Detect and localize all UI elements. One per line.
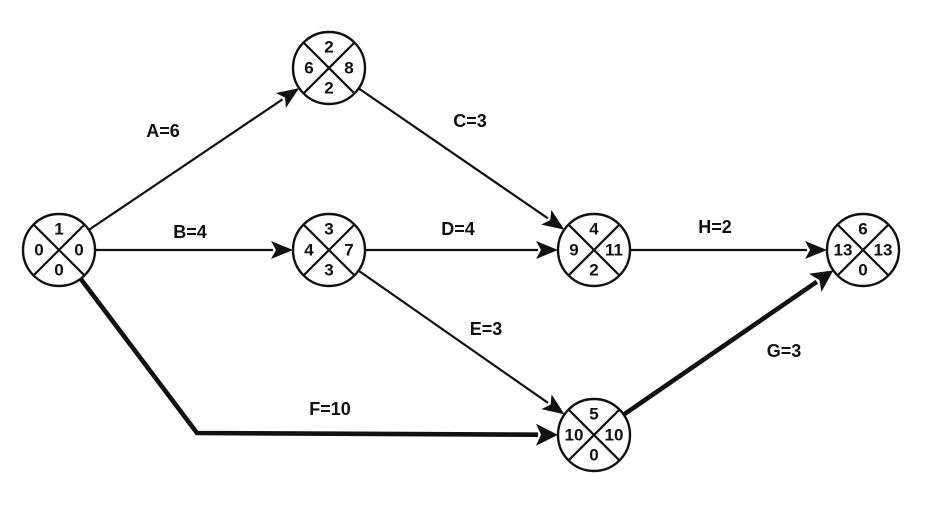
node-value-left: 10 — [565, 425, 584, 444]
node-value-left: 6 — [304, 58, 313, 77]
node-4: 49 11 2 — [556, 212, 632, 288]
edge-label: G=3 — [767, 341, 802, 361]
node-value-right: 13 — [874, 240, 893, 259]
node-value-bottom: 0 — [589, 445, 598, 464]
node-2: 26 82 — [291, 30, 367, 106]
node-divider — [302, 41, 356, 95]
node-6: 6 13 13 0 — [825, 212, 901, 288]
node-5: 5 10 10 0 — [556, 397, 632, 473]
edge-line — [88, 98, 284, 231]
arrowhead-icon — [541, 209, 565, 230]
edge-3-4: D=4 — [365, 219, 558, 259]
edge-line — [358, 87, 549, 220]
arrowhead-icon — [536, 241, 558, 259]
edge-line — [78, 277, 539, 438]
edge-1-3: B=4 — [95, 222, 293, 259]
edge-line — [357, 269, 549, 404]
node-value-left: 9 — [569, 240, 578, 259]
edge-label: B=4 — [173, 222, 207, 242]
edge-label: H=2 — [698, 217, 732, 237]
node-value-right: 0 — [74, 240, 83, 259]
edge-1-2: A=6 — [88, 88, 300, 231]
node-value-bottom: 3 — [324, 260, 333, 279]
node-value-top: 5 — [589, 404, 598, 423]
edge-label: D=4 — [441, 219, 475, 239]
edge-5-6: G=3 — [622, 270, 834, 417]
edge-label: A=6 — [146, 121, 180, 141]
node-value-right: 7 — [344, 240, 353, 259]
node-divider — [32, 223, 86, 277]
arrowhead-icon — [535, 423, 559, 446]
node-value-bottom: 2 — [324, 78, 333, 97]
edge-1-5: F=10 — [78, 277, 559, 446]
edge-label: E=3 — [470, 319, 503, 339]
node-divider — [567, 408, 621, 462]
node-3: 34 73 — [291, 212, 367, 288]
node-value-top: 6 — [858, 219, 867, 238]
node-value-top: 4 — [589, 219, 599, 238]
edge-label: F=10 — [309, 399, 351, 419]
edge-3-5: E=3 — [357, 269, 565, 415]
node-value-top: 2 — [324, 37, 333, 56]
node-value-left: 13 — [834, 240, 853, 259]
arrowhead-icon — [275, 88, 300, 108]
arrowhead-icon — [541, 394, 565, 415]
node-divider — [567, 223, 621, 277]
node-divider — [302, 223, 356, 277]
arrowhead-icon — [271, 241, 293, 259]
arrowhead-icon — [805, 241, 827, 259]
node-value-right: 10 — [605, 425, 624, 444]
node-value-left: 0 — [34, 240, 43, 259]
node-value-top: 3 — [324, 219, 333, 238]
node-value-left: 4 — [304, 240, 314, 259]
edge-line — [622, 279, 819, 417]
edge-4-6: H=2 — [630, 217, 827, 259]
node-value-right: 11 — [605, 240, 623, 259]
node-value-right: 8 — [344, 58, 353, 77]
node-value-bottom: 2 — [589, 260, 598, 279]
node-value-top: 1 — [54, 219, 63, 238]
arrowhead-icon — [808, 270, 834, 292]
node-value-bottom: 0 — [858, 260, 867, 279]
node-value-bottom: 0 — [54, 260, 63, 279]
node-divider — [836, 223, 890, 277]
edge-label: C=3 — [453, 111, 487, 131]
edge-2-4: C=3 — [358, 87, 565, 230]
